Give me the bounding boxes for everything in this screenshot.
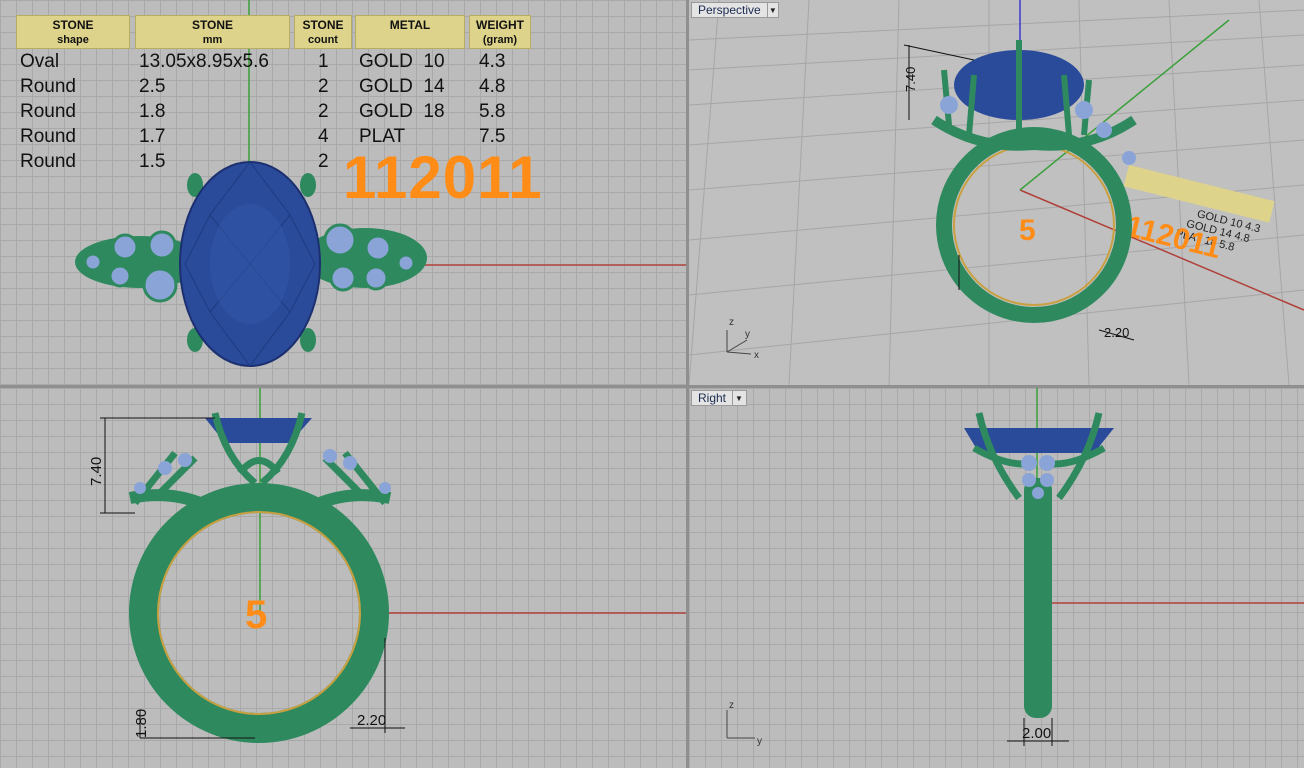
right-view-canvas: z y — [726, 388, 1304, 747]
right-shank-width-dim: 2.00 — [1022, 725, 1052, 742]
perspective-ring — [931, 40, 1137, 323]
perspective-height-dim: 7.40 — [903, 67, 918, 92]
table-header-metal: METAL — [355, 15, 465, 49]
chevron-down-icon[interactable]: ▼ — [732, 391, 745, 405]
cell-metal: GOLD 10 — [359, 51, 445, 72]
viewport-perspective[interactable]: GOLD 10 4.3 GOLD 14 4.8 PLAT 18 5.8 1120… — [689, 0, 1304, 385]
front-band-bottom-dim: 1.80 — [133, 708, 150, 738]
viewport-front[interactable]: 7.40 1.80 2.20 5 — [0, 388, 686, 768]
cell-count: 1 — [318, 51, 329, 72]
cell-count: 2 — [318, 151, 329, 172]
cell-count: 4 — [318, 126, 329, 147]
cell-count: 2 — [318, 76, 329, 97]
front-view-canvas — [100, 388, 686, 743]
axis-label-x: x — [754, 350, 759, 361]
top-view-canvas — [75, 0, 686, 367]
cell-shape: Round — [20, 76, 76, 97]
axis-label-z: z — [729, 317, 734, 328]
front-height-dim: 7.40 — [88, 456, 105, 486]
cell-mm: 1.7 — [139, 126, 166, 147]
side-stones-left — [75, 230, 205, 303]
cell-weight: 4.3 — [479, 51, 506, 72]
front-size-label: 5 — [245, 593, 268, 637]
cell-count: 2 — [318, 101, 329, 122]
cell-shape: Round — [20, 151, 76, 172]
cell-metal: GOLD 14 — [359, 76, 445, 97]
cell-mm: 1.5 — [139, 151, 166, 172]
side-stones-right — [303, 223, 427, 292]
perspective-size-label: 5 — [1019, 214, 1036, 247]
cell-weight: 7.5 — [479, 126, 506, 147]
cell-mm: 13.05x8.95x5.6 — [139, 51, 269, 72]
cell-weight: 5.8 — [479, 101, 506, 122]
model-id-label: 112011 — [343, 144, 543, 211]
cell-mm: 2.5 — [139, 76, 166, 97]
cell-shape: Oval — [20, 51, 60, 72]
axis-label-z: z — [729, 700, 734, 711]
cell-shape: Round — [20, 101, 76, 122]
cell-weight: 4.8 — [479, 76, 506, 97]
axis-label-y: y — [745, 329, 750, 340]
perspective-canvas: GOLD 10 4.3 GOLD 14 4.8 PLAT 18 5.8 1120… — [689, 0, 1304, 385]
chevron-down-icon[interactable]: ▼ — [766, 3, 778, 17]
right-ring — [964, 412, 1114, 718]
main-oval-gem — [179, 161, 321, 367]
axis-label-y: y — [757, 736, 762, 747]
cell-metal: PLAT — [359, 126, 406, 147]
viewport-right[interactable]: z y 2.00 Right ▼ — [689, 388, 1304, 768]
cell-metal: GOLD 18 — [359, 101, 445, 122]
front-ring — [128, 412, 392, 743]
viewport-right-label[interactable]: Right ▼ — [691, 390, 747, 406]
cell-mm: 1.8 — [139, 101, 166, 122]
cell-shape: Round — [20, 126, 76, 147]
table-header-weight: WEIGHT(gram) — [469, 15, 531, 49]
front-band-width-dim: 2.20 — [357, 712, 387, 729]
viewport-perspective-label[interactable]: Perspective ▼ — [691, 2, 779, 18]
perspective-width-dim: 2.20 — [1104, 325, 1129, 340]
